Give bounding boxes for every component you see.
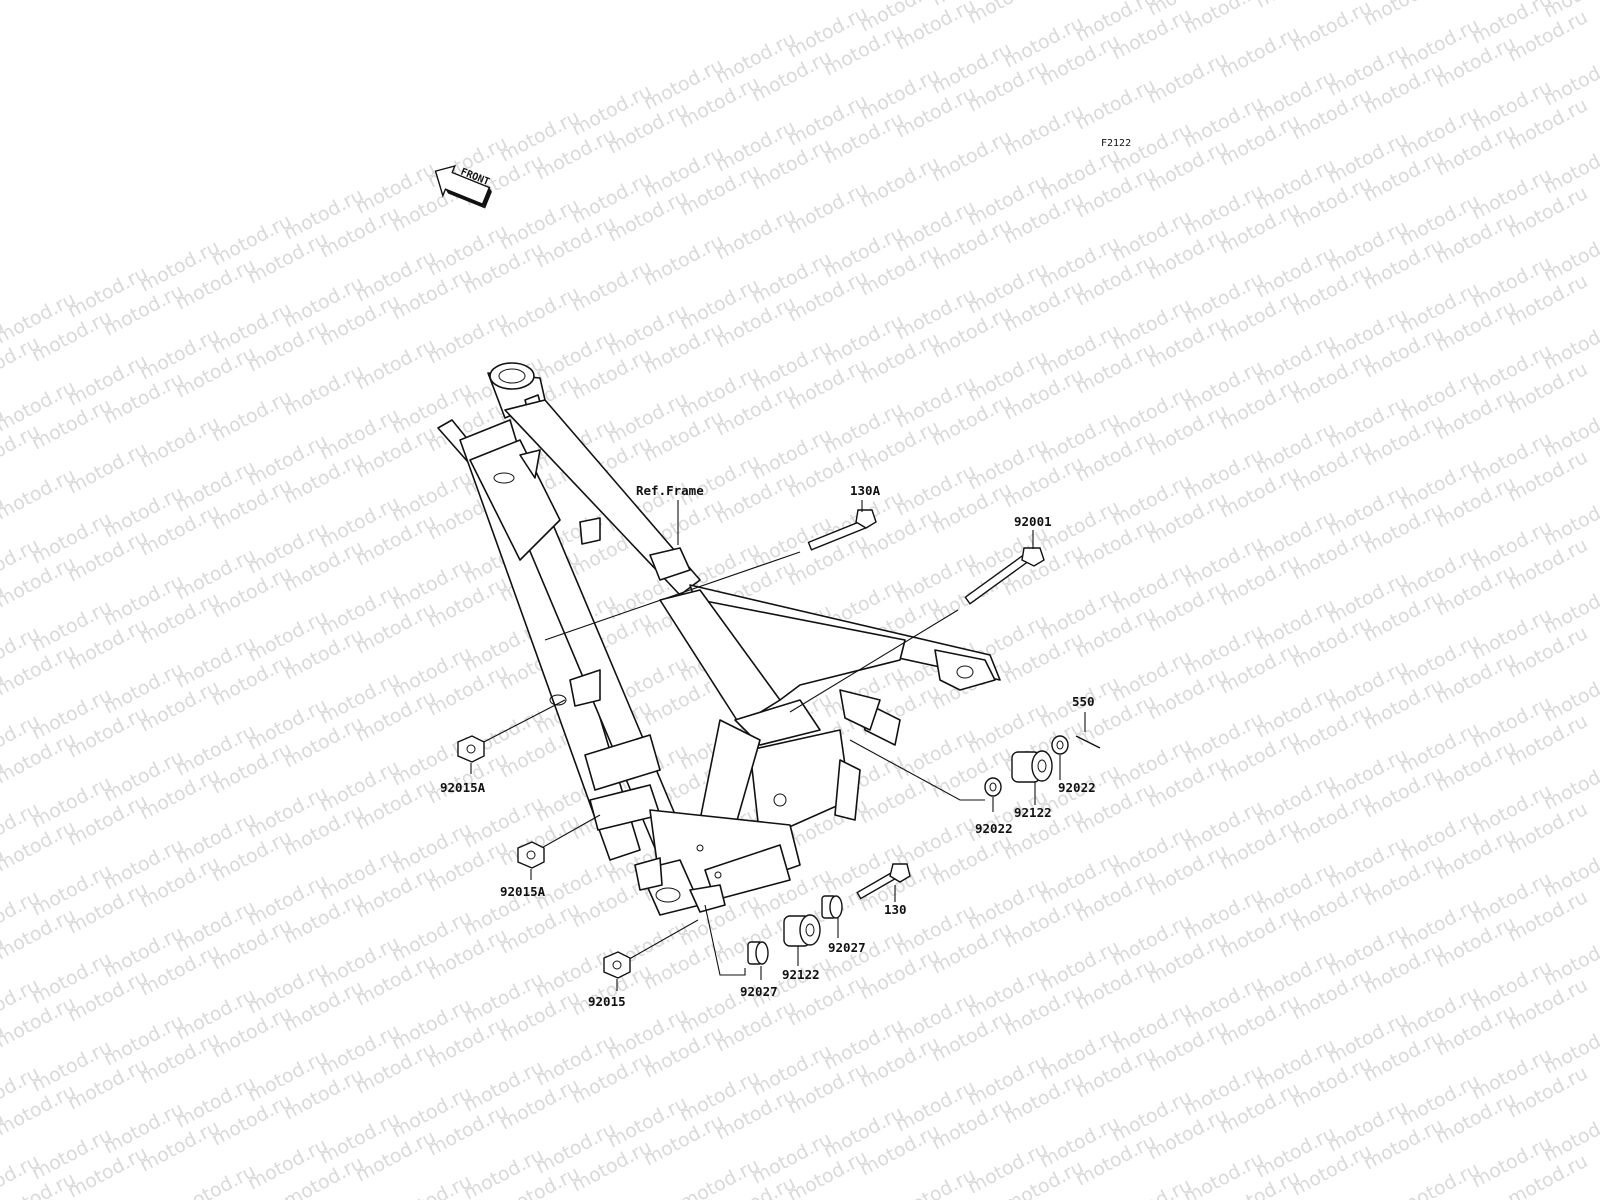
part-label-92022-left: 92022 <box>975 821 1013 836</box>
watermark-text: motod.ru <box>964 0 1051 28</box>
watermark-text: motod.ru <box>1288 0 1375 56</box>
watermark-text: motod.ru <box>1180 0 1267 38</box>
watermark-text: motod.ru <box>352 334 439 394</box>
watermark-text: motod.ru <box>712 204 799 264</box>
cotter-pin-550-icon <box>1075 712 1101 749</box>
watermark-text: motod.ru <box>928 126 1015 186</box>
watermark-text: motod.ru <box>136 412 223 472</box>
motorcycle-frame <box>437 362 1001 916</box>
watermark-text: motod.ru <box>1144 48 1231 108</box>
bushing-92122-upper-icon <box>1011 750 1053 805</box>
watermark-text: motod.ru <box>568 256 655 316</box>
watermark-text: motod.ru <box>856 152 943 212</box>
watermark-text: motod.ru <box>1360 0 1447 30</box>
watermark-text: motod.ru <box>1000 100 1087 160</box>
collar-92027-right-icon <box>821 895 843 938</box>
collar-92027-left-icon <box>704 904 769 980</box>
watermark-text: motod.ru <box>784 178 871 238</box>
collar-92022-right-icon <box>1051 735 1069 780</box>
part-label-92015A-lower: 92015A <box>500 884 546 899</box>
diagram-code: F2122 <box>1101 138 1131 149</box>
watermark-text: motod.ru <box>64 438 151 498</box>
nut-92015-icon <box>603 919 699 991</box>
part-label-92027-right: 92027 <box>828 940 866 955</box>
part-label-550: 550 <box>1072 694 1095 709</box>
part-label-92022-right: 92022 <box>1058 780 1096 795</box>
watermark-text: motod.ru <box>208 386 295 446</box>
part-label-92015: 92015 <box>588 994 626 1009</box>
watermark-text: motod.ru <box>1216 22 1303 82</box>
part-label-92027-left: 92027 <box>740 984 778 999</box>
part-label-92122-upper: 92122 <box>1014 805 1052 820</box>
front-arrow-icon <box>434 164 492 209</box>
bolt-130A-icon <box>544 500 877 641</box>
ref-frame-label: Ref.Frame <box>636 483 704 498</box>
part-label-92015A-upper: 92015A <box>440 780 486 795</box>
watermark-text: motod.ru <box>1432 0 1519 4</box>
watermark-text: motod.ru <box>280 360 367 420</box>
watermark-text: motod.ru <box>1252 0 1339 12</box>
watermark-text: motod.ru <box>640 230 727 290</box>
watermark-text: motod.ru <box>496 282 583 342</box>
watermark-text: motod.ru <box>1036 0 1123 2</box>
bolt-130-icon <box>856 863 911 902</box>
part-label-92122-lower: 92122 <box>782 967 820 982</box>
collar-92022-left-icon <box>849 739 1002 812</box>
part-label-130A: 130A <box>850 483 881 498</box>
part-label-92001: 92001 <box>1014 514 1052 529</box>
bushing-92122-lower-icon <box>783 914 821 966</box>
bolt-92001-icon <box>789 530 1045 713</box>
watermark-text: motod.ru <box>424 308 511 368</box>
nut-92015A-upper-icon <box>457 699 566 774</box>
watermark-text: motod.ru <box>0 464 79 524</box>
nut-92015A-lower-icon <box>517 814 601 880</box>
watermark-text: motod.ru <box>1072 74 1159 134</box>
part-label-130: 130 <box>884 902 907 917</box>
